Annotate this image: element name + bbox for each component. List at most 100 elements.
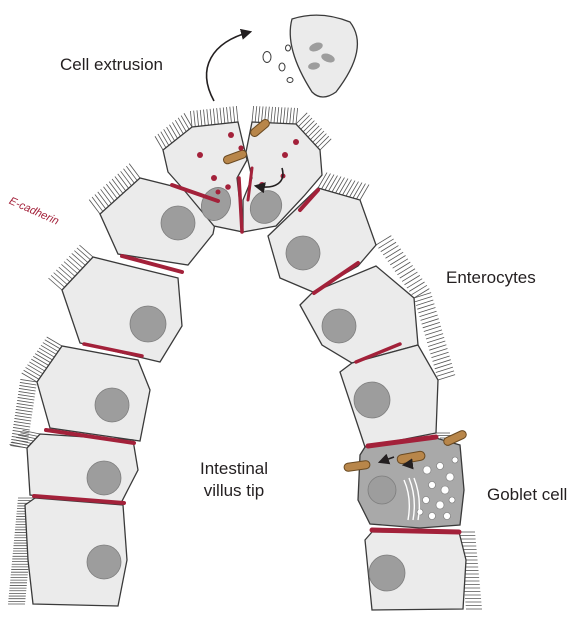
microvillus (227, 107, 229, 123)
nucleus (369, 555, 405, 591)
microvillus (210, 109, 212, 125)
microvillus (343, 180, 352, 195)
microvillus (412, 285, 427, 294)
microvillus (376, 236, 391, 245)
nucleus (286, 236, 320, 270)
microvillus (393, 259, 408, 268)
microvillus (271, 107, 273, 123)
microvillus (41, 345, 56, 354)
microvillus (27, 365, 42, 374)
microvillus (164, 129, 172, 143)
microvillus (207, 109, 209, 125)
microvillus (400, 269, 415, 278)
microvillus (306, 123, 317, 134)
curved-arrow-icon (207, 32, 250, 101)
microvillus (126, 166, 137, 180)
microvillus (112, 179, 123, 193)
microvillus (18, 394, 35, 397)
microvillus (67, 259, 81, 271)
microvillus (47, 337, 62, 346)
microvillus (252, 106, 254, 122)
microvillus (386, 249, 401, 258)
microvillus (303, 121, 314, 132)
microvillus (56, 270, 70, 282)
microvillus (106, 184, 117, 198)
microvillus (346, 181, 355, 196)
microvillus (14, 421, 31, 424)
microvillus (220, 108, 222, 124)
microvillus (336, 178, 345, 193)
microvillus (13, 427, 30, 430)
microvillus (31, 359, 46, 368)
microvillus (175, 120, 183, 134)
microvillus (313, 131, 324, 142)
microvillus (109, 182, 120, 196)
nucleus (368, 476, 396, 504)
microvillus (310, 128, 321, 139)
microvillus (409, 282, 424, 291)
microvillus (378, 239, 393, 248)
microvillus (121, 171, 132, 185)
microvillus (274, 107, 276, 123)
microvillus (80, 245, 94, 257)
microvillus (296, 113, 307, 124)
microvillus (19, 385, 36, 388)
microvillus (59, 267, 73, 279)
microvillus (293, 108, 295, 124)
granule-dot-icon (282, 152, 288, 158)
granule-dot-icon (225, 184, 231, 190)
microvillus (49, 278, 63, 290)
microvillus (95, 194, 106, 208)
granule-dot-icon (211, 175, 217, 181)
microvillus (16, 406, 33, 409)
granule-dot-icon (293, 139, 299, 145)
microvillus (69, 256, 83, 268)
microvillus (72, 253, 86, 265)
microvillus (308, 126, 319, 137)
microvillus (223, 107, 225, 123)
microvillus (11, 442, 28, 445)
microvillus (353, 183, 362, 198)
nucleus (87, 461, 121, 495)
microvillus (10, 445, 27, 448)
microvillus (64, 262, 78, 274)
microvillus (14, 424, 31, 427)
microvillus (129, 164, 140, 178)
microvillus (383, 246, 398, 255)
microvillus (35, 354, 50, 363)
microvillus (255, 106, 257, 122)
microvillus (230, 107, 232, 123)
microvillus (43, 343, 58, 352)
microvillus (197, 110, 199, 126)
microvillus (61, 264, 74, 276)
microvillus (103, 187, 114, 201)
granule-dot-icon (238, 145, 243, 150)
microvillus (233, 106, 235, 122)
microvillus (33, 356, 48, 365)
enterocyte-cell (27, 434, 138, 505)
microvillus (258, 106, 260, 122)
microvillus (26, 367, 41, 376)
nucleus (322, 309, 356, 343)
nucleus (354, 382, 390, 418)
microvillus (19, 391, 36, 394)
granule-dot-icon (197, 152, 203, 158)
microvillus (98, 192, 109, 206)
microvillus (158, 134, 166, 148)
microvillus (388, 252, 403, 261)
nucleus (161, 206, 195, 240)
microvillus (405, 275, 420, 284)
microvillus (381, 242, 396, 251)
microvillus (118, 174, 129, 188)
microvillus (395, 262, 410, 271)
enterocyte-cell (62, 257, 182, 362)
microvillus (390, 256, 405, 265)
microvillus (172, 122, 180, 136)
label-villus-tip: Intestinal villus tip (188, 458, 280, 502)
microvillus (357, 184, 366, 199)
microvillus (170, 125, 178, 139)
microvillus (213, 109, 215, 125)
microvillus (14, 418, 31, 421)
microvillus (200, 110, 202, 126)
